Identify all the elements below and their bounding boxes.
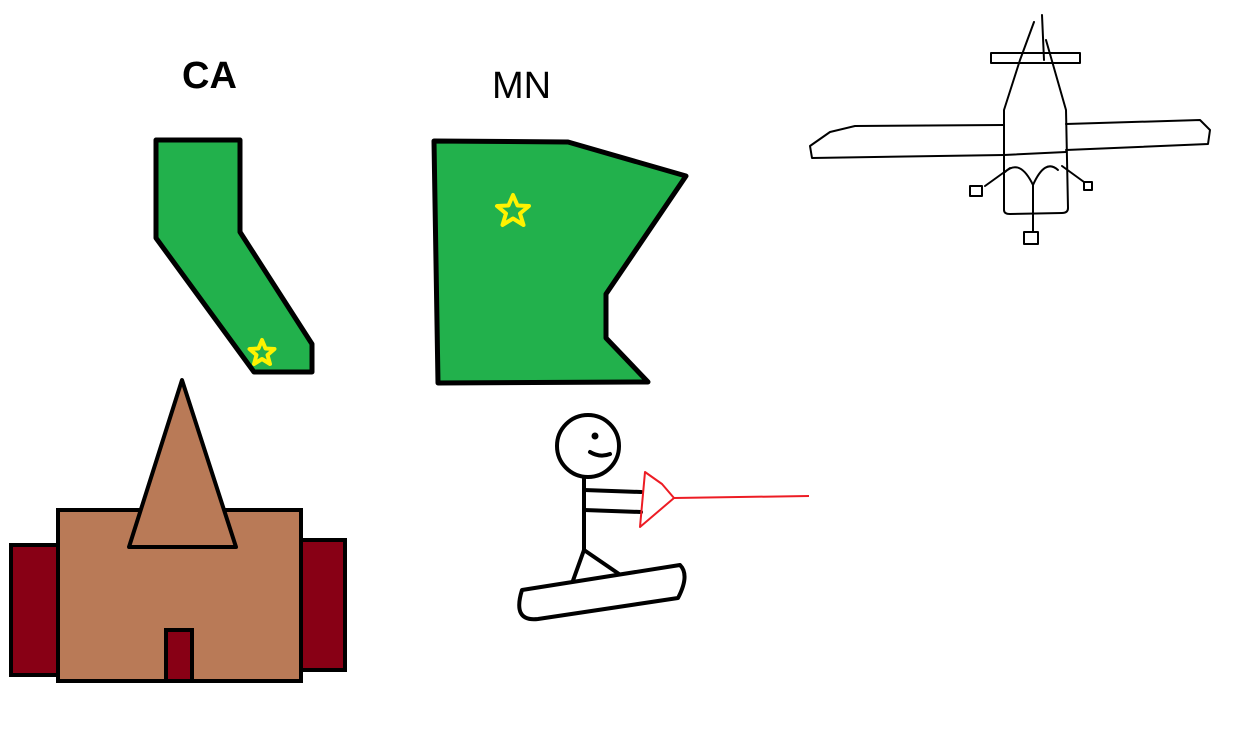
- california-state-icon: [153, 137, 315, 375]
- star-icon: [247, 338, 277, 366]
- stick-figure-wakeboarder-icon: [517, 413, 687, 622]
- star-icon: [495, 193, 531, 227]
- state-label-ca: CA: [182, 55, 237, 97]
- airplane-icon: [809, 14, 1211, 245]
- tow-rope-icon: [639, 471, 810, 528]
- state-label-mn: MN: [492, 65, 552, 107]
- castle-icon: [9, 378, 347, 683]
- minnesota-state-icon: [431, 138, 689, 386]
